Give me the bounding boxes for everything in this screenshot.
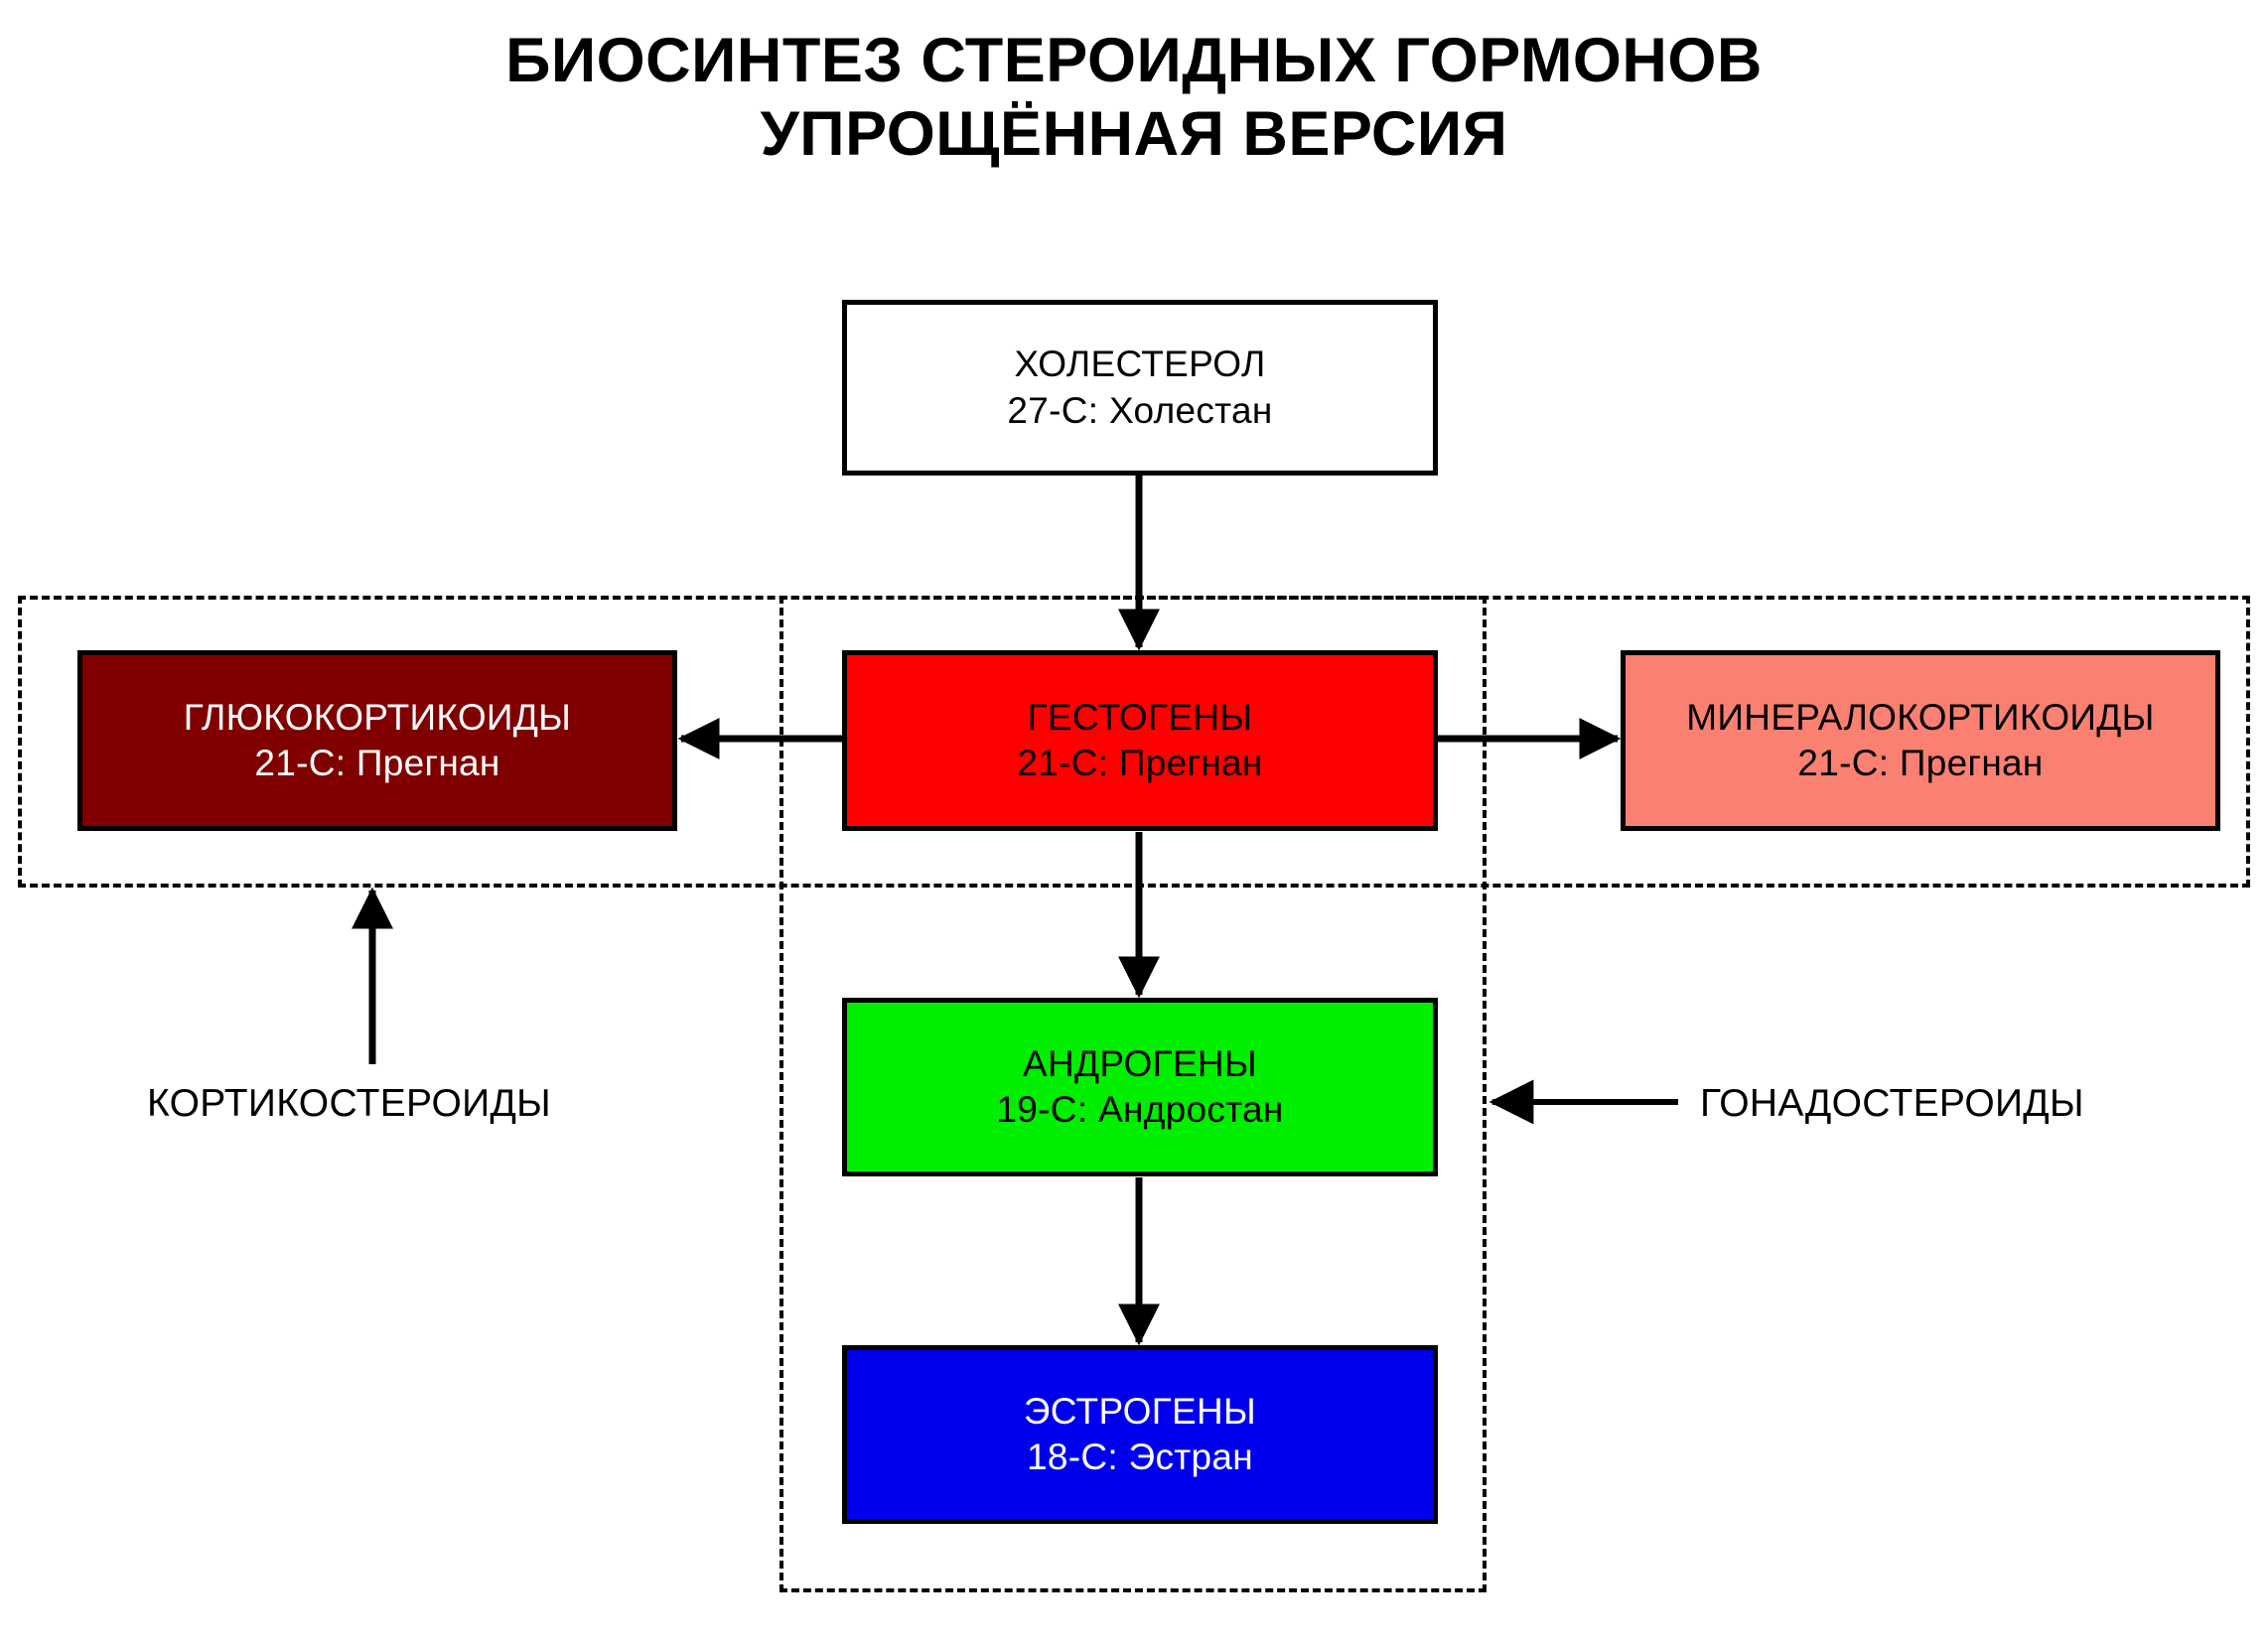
node-estrogens[interactable]: ЭСТРОГЕНЫ 18-С: Эстран: [842, 1345, 1438, 1524]
node-estrogens-name: ЭСТРОГЕНЫ: [1023, 1390, 1257, 1432]
node-cholesterol[interactable]: ХОЛЕСТЕРОЛ 27-С: Холестан: [842, 300, 1438, 476]
node-cholesterol-name: ХОЛЕСТЕРОЛ: [1014, 343, 1266, 385]
title-line-2: УПРОЩЁННАЯ ВЕРСИЯ: [760, 99, 1508, 170]
gonadosteroids-group-region: [780, 596, 1487, 1592]
node-mineralocorticoids-name: МИНЕРАЛОКОРТИКОИДЫ: [1686, 696, 2155, 738]
node-mineralocorticoids[interactable]: МИНЕРАЛОКОРТИКОИДЫ 21-С: Прегнан: [1621, 650, 2220, 831]
group-label-gonadosteroids: ГОНАДОСТЕРОИДЫ: [1700, 1082, 2084, 1125]
node-androgens-name: АНДРОГЕНЫ: [1023, 1042, 1257, 1084]
node-estrogens-formula: 18-С: Эстран: [1027, 1437, 1253, 1477]
node-cholesterol-formula: 27-С: Холестан: [1007, 389, 1273, 431]
title-line-1: БИОСИНТЕЗ СТЕРОИДНЫХ ГОРМОНОВ: [505, 26, 1763, 95]
group-label-corticosteroids: КОРТИКОСТЕРОИДЫ: [147, 1082, 552, 1125]
page-title: БИОСИНТЕЗ СТЕРОИДНЫХ ГОРМОНОВ УПРОЩЁННАЯ…: [0, 24, 2268, 172]
node-gestogens-name: ГЕСТОГЕНЫ: [1027, 696, 1253, 738]
node-androgens-formula: 19-С: Андростан: [996, 1089, 1284, 1130]
node-glucocorticoids-name: ГЛЮКОКОРТИКОИДЫ: [183, 696, 572, 738]
node-androgens[interactable]: АНДРОГЕНЫ 19-С: Андростан: [842, 998, 1438, 1176]
node-glucocorticoids-formula: 21-С: Прегнан: [254, 743, 500, 783]
node-gestogens-formula: 21-С: Прегнан: [1017, 743, 1263, 783]
node-gestogens[interactable]: ГЕСТОГЕНЫ 21-С: Прегнан: [842, 650, 1438, 831]
node-glucocorticoids[interactable]: ГЛЮКОКОРТИКОИДЫ 21-С: Прегнан: [77, 650, 677, 831]
node-mineralocorticoids-formula: 21-С: Прегнан: [1797, 743, 2044, 783]
